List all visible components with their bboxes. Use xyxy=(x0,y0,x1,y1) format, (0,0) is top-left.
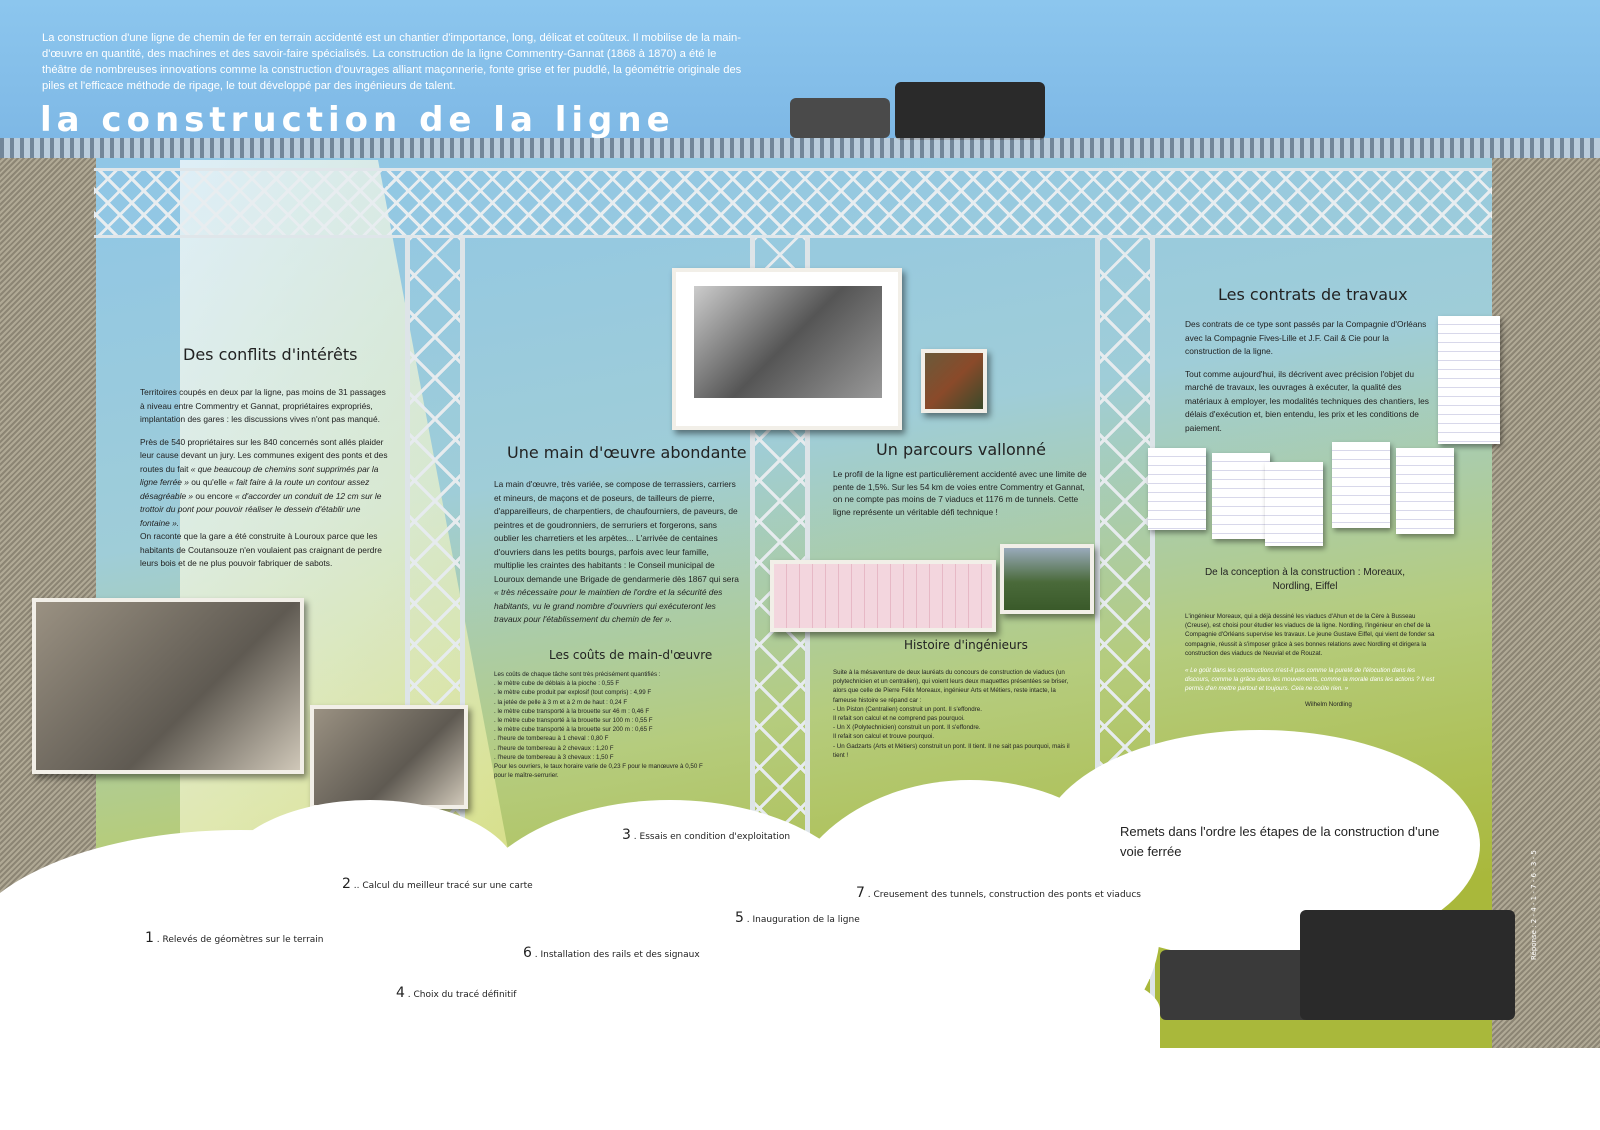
quote-author: Wilhelm Nordling xyxy=(1305,700,1352,708)
step-number: 4 xyxy=(396,985,405,1001)
parcours-text: Le profil de la ligne est particulièreme… xyxy=(833,469,1087,517)
locomotive-image xyxy=(895,82,1045,140)
tender-image xyxy=(1160,950,1310,1020)
step-label: . Essais en condition d'exploitation xyxy=(630,832,791,842)
text: ou encore xyxy=(193,490,235,501)
histoire-text: Suite à la mésaventure de deux lauréats … xyxy=(833,668,1073,760)
step-number: 7 xyxy=(856,885,865,901)
quiz-question: Remets dans l'ordre les étapes de la con… xyxy=(1120,824,1440,859)
text: La main d'œuvre, très variée, se compose… xyxy=(494,479,739,584)
text-line: Suite à la mésaventure de deux lauréats … xyxy=(833,669,1069,704)
text-line: Il refait son calcul et trouve pourquoi. xyxy=(833,733,935,741)
cost-item: . le mètre cube transporté à la brouette… xyxy=(494,726,653,734)
photo-image xyxy=(694,286,882,398)
text-line: - Un Piston (Centralien) construit un po… xyxy=(833,705,982,713)
station-postcard-photo xyxy=(32,598,304,774)
viaduct-deck-truss xyxy=(94,168,1492,238)
cost-item: . l'heure de tombereau à 2 chevaux : 1,2… xyxy=(494,744,614,752)
locomotive-image xyxy=(1300,910,1515,1020)
quote: « très nécessaire pour le maintien de l'… xyxy=(494,587,723,624)
contrats-p1: Des contrats de ce type sont passés par … xyxy=(1185,319,1427,356)
intro-text: La construction d'une ligne de chemin de… xyxy=(42,32,742,92)
text-line: - Un Gadzarts (Arts et Métiers) construi… xyxy=(833,742,1070,759)
couts-list: Les coûts de chaque tâche sont très préc… xyxy=(494,670,714,780)
step-label: . Relevés de géomètres sur le terrain xyxy=(153,935,324,945)
section-title-parcours: Un parcours vallonné xyxy=(876,440,1046,459)
step-label: . Installation des rails et des signaux xyxy=(531,950,700,960)
section-title-main-oeuvre: Une main d'œuvre abondante xyxy=(507,443,747,462)
conflits-p1: Territoires coupés en deux par la ligne,… xyxy=(140,387,386,424)
quiz-step: 3 . Essais en condition d'exploitation xyxy=(622,827,790,843)
cost-item: . le mètre cube produit par explosif (to… xyxy=(494,689,652,697)
subtitle-couts: Les coûts de main-d'œuvre xyxy=(549,648,713,662)
step-number: 6 xyxy=(523,945,532,961)
step-number: 3 xyxy=(622,827,631,843)
train-viaduct-photo xyxy=(1000,544,1094,614)
conception-p1: L'ingénieur Moreaux, qui a déjà dessiné … xyxy=(1185,613,1435,657)
contract-document xyxy=(1148,448,1206,530)
couts-outro: Pour les ouvriers, le taux horaire varie… xyxy=(494,763,703,780)
train-carriage-image xyxy=(790,98,890,138)
cost-item: . le mètre cube transporté à la brouette… xyxy=(494,717,653,725)
quote: « d'accorder un conduit de 12 cm sur le … xyxy=(140,490,382,528)
worksite-photo xyxy=(310,705,468,809)
step-number: 1 xyxy=(145,930,154,946)
text-line: Il refait son calcul et ne comprend pas … xyxy=(833,715,965,723)
quiz-step: 5 . Inauguration de la ligne xyxy=(735,910,860,926)
step-label: . Creusement des tunnels, construction d… xyxy=(864,890,1141,900)
contract-document xyxy=(1438,316,1500,444)
quiz-step: 1 . Relevés de géomètres sur le terrain xyxy=(145,930,324,946)
quiz-step: 2 .. Calcul du meilleur tracé sur une ca… xyxy=(342,876,533,892)
construction-photo xyxy=(672,268,902,430)
text: ou qu'elle xyxy=(188,477,230,487)
line-profile-map xyxy=(770,560,996,632)
conflits-p3: On raconte que la gare a été construite … xyxy=(140,531,382,568)
conflits-p2: Près de 540 propriétaires sur les 840 co… xyxy=(140,436,390,571)
right-hatch-border xyxy=(1492,158,1600,1048)
quote: « que beaucoup de chemins sont supprimés… xyxy=(140,463,379,488)
quiz-step: 6 . Installation des rails et des signau… xyxy=(523,945,700,961)
page-title: La construction de la ligne xyxy=(40,100,675,140)
subtitle-histoire: Histoire d'ingénieurs xyxy=(904,638,1028,652)
contrats-p2: Tout comme aujourd'hui, ils décrivent av… xyxy=(1185,368,1429,433)
cost-item: . la jetée de pelle à 3 m et à 2 m de ha… xyxy=(494,698,628,706)
step-label: . Choix du tracé définitif xyxy=(404,990,517,1000)
cost-item: . l'heure de tombereau à 1 cheval : 0,80… xyxy=(494,735,609,743)
nordling-quote: « Le goût dans les constructions n'est-i… xyxy=(1185,667,1435,693)
contract-document xyxy=(1265,462,1323,546)
cost-item: . le mètre cube transporté à la brouette… xyxy=(494,707,650,715)
quiz-step: 7 . Creusement des tunnels, construction… xyxy=(856,885,1141,901)
step-label: .. Calcul du meilleur tracé sur une cart… xyxy=(350,881,533,891)
conception-text: L'ingénieur Moreaux, qui a déjà dessiné … xyxy=(1185,612,1440,709)
main-oeuvre-text: La main d'œuvre, très variée, se compose… xyxy=(494,478,739,627)
quiz-step: 4 . Choix du tracé définitif xyxy=(396,985,516,1001)
contract-document xyxy=(1396,448,1454,534)
contract-document xyxy=(1332,442,1390,528)
cost-item: . l'heure de tombereau à 3 chevaux : 1,5… xyxy=(494,753,614,761)
cost-item: . le mètre cube de déblais à la pioche :… xyxy=(494,680,620,688)
subtitle-conception: De la conception à la construction : Mor… xyxy=(1204,567,1406,592)
text: Près de 540 propriétaires sur les 840 co… xyxy=(140,436,388,474)
step-label: . Inauguration de la ligne xyxy=(743,915,860,925)
rail-track xyxy=(0,138,1600,158)
quiz-answer: Réponse : 2 - 4 - 1 - 7 - 6 - 3 - 5 xyxy=(1530,850,1538,960)
contrats-text: Des contrats de ce type sont passés par … xyxy=(1185,318,1435,444)
contract-document xyxy=(1212,453,1270,539)
section-title-conflits: Des conflits d'intérêts xyxy=(183,345,358,364)
couts-intro: Les coûts de chaque tâche sont très préc… xyxy=(494,671,661,678)
tunnel-photo xyxy=(921,349,987,413)
section-title-contrats: Les contrats de travaux xyxy=(1218,285,1408,304)
text-line: - Un X (Polytechnicien) construit un pon… xyxy=(833,724,981,732)
step-number: 2 xyxy=(342,876,351,892)
conflits-text: Territoires coupés en deux par la ligne,… xyxy=(140,386,390,580)
step-number: 5 xyxy=(735,910,744,926)
quote: « fait faire à la route un contour assez… xyxy=(140,477,370,501)
